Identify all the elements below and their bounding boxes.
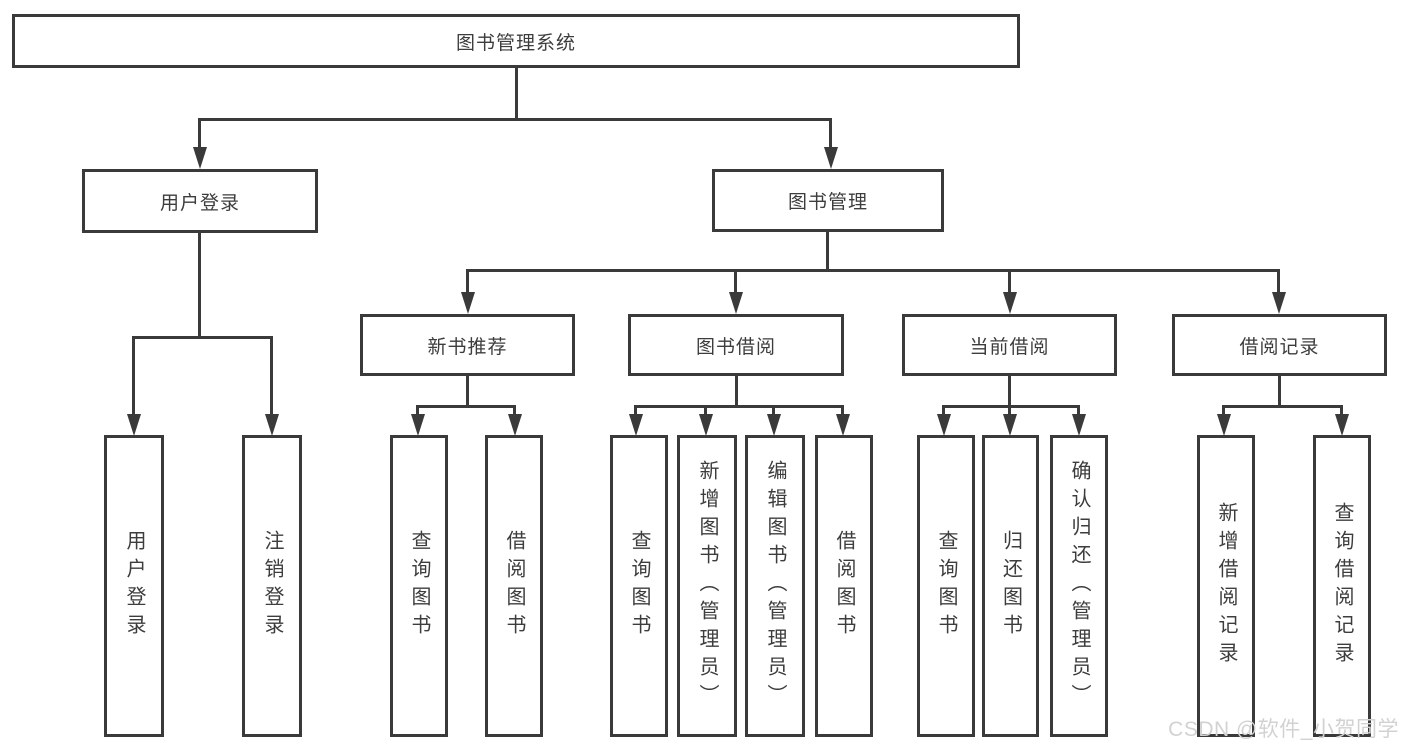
connector-line	[1222, 405, 1225, 417]
connector-line	[515, 68, 518, 120]
leaf-add-borrow-record-label: 新增借阅记录	[1215, 502, 1237, 670]
arrowhead-down-icon	[767, 414, 781, 436]
arrowhead-down-icon	[729, 292, 743, 314]
arrowhead-down-icon	[508, 414, 522, 436]
arrowhead-down-icon	[1217, 414, 1231, 436]
connector-line	[1077, 405, 1080, 417]
connector-line	[829, 118, 832, 151]
node-user-login: 用户登录	[82, 169, 318, 233]
node-book-borrow: 图书借阅	[628, 314, 844, 376]
arrowhead-down-icon	[937, 414, 951, 436]
connector-line	[198, 233, 201, 338]
connector-line	[416, 405, 419, 417]
node-new-book-recommend: 新书推荐	[360, 314, 575, 376]
leaf-confirm-return-admin: 确认归还（管理员）	[1050, 435, 1108, 737]
arrowhead-down-icon	[193, 147, 207, 169]
arrowhead-down-icon	[1335, 414, 1349, 436]
leaf-user-login: 用户登录	[104, 435, 164, 737]
node-root-system: 图书管理系统	[12, 14, 1020, 68]
connector-line	[198, 118, 832, 121]
arrowhead-down-icon	[1003, 292, 1017, 314]
arrowhead-down-icon	[1272, 292, 1286, 314]
leaf-query-books-2: 查询图书	[610, 435, 668, 737]
connector-line	[772, 405, 775, 417]
node-current-borrow-label: 当前借阅	[969, 336, 1050, 358]
connector-line	[942, 405, 945, 417]
node-current-borrow: 当前借阅	[902, 314, 1117, 376]
node-book-borrow-label: 图书借阅	[695, 336, 776, 358]
arrowhead-down-icon	[699, 414, 713, 436]
arrowhead-down-icon	[836, 414, 850, 436]
node-book-management-label: 图书管理	[787, 192, 868, 213]
connector-line	[513, 405, 516, 417]
connector-line	[1222, 405, 1342, 408]
connector-line	[466, 269, 469, 294]
connector-line	[734, 269, 737, 294]
csdn-watermark: CSDN @软件_小贺同学	[1168, 718, 1399, 741]
leaf-query-books-1-label: 查询图书	[408, 530, 430, 642]
leaf-add-borrow-record: 新增借阅记录	[1197, 435, 1255, 737]
connector-line	[1008, 269, 1011, 294]
leaf-logout: 注销登录	[242, 435, 302, 737]
connector-line	[132, 336, 135, 416]
leaf-borrow-books-1: 借阅图书	[485, 435, 543, 737]
leaf-borrow-books-2: 借阅图书	[815, 435, 873, 737]
arrowhead-down-icon	[127, 414, 141, 436]
arrowhead-down-icon	[1003, 414, 1017, 436]
leaf-edit-books-admin: 编辑图书（管理员）	[745, 435, 805, 737]
arrowhead-down-icon	[629, 414, 643, 436]
arrowhead-down-icon	[265, 414, 279, 436]
connector-line	[1278, 376, 1281, 408]
connector-line	[198, 118, 201, 151]
connector-line	[1008, 376, 1011, 408]
connector-line	[634, 405, 844, 408]
arrowhead-down-icon	[411, 414, 425, 436]
leaf-logout-label: 注销登录	[261, 530, 283, 642]
connector-line	[704, 405, 707, 417]
leaf-add-books-admin-label: 新增图书（管理员）	[696, 460, 718, 712]
leaf-query-books-1: 查询图书	[390, 435, 448, 737]
leaf-user-login-label: 用户登录	[123, 530, 145, 642]
connector-line	[735, 376, 738, 408]
node-user-login-label: 用户登录	[159, 192, 240, 214]
leaf-query-books-2-label: 查询图书	[628, 530, 650, 642]
node-borrow-records-label: 借阅记录	[1239, 336, 1320, 358]
connector-line	[1277, 269, 1280, 294]
connector-line	[416, 405, 516, 408]
node-borrow-records: 借阅记录	[1172, 314, 1387, 376]
connector-line	[132, 336, 273, 339]
leaf-query-books-3-label: 查询图书	[935, 530, 957, 642]
leaf-query-books-3: 查询图书	[917, 435, 975, 737]
node-book-management: 图书管理	[712, 169, 944, 232]
leaf-query-borrow-record-label: 查询借阅记录	[1331, 502, 1353, 670]
connector-line	[1008, 405, 1011, 417]
arrowhead-down-icon	[461, 292, 475, 314]
leaf-confirm-return-admin-label: 确认归还（管理员）	[1068, 460, 1090, 712]
leaf-return-books-label: 归还图书	[999, 530, 1022, 642]
connector-line	[466, 376, 469, 408]
connector-line	[841, 405, 844, 417]
leaf-edit-books-admin-label: 编辑图书（管理员）	[764, 460, 786, 712]
leaf-return-books: 归还图书	[982, 435, 1039, 737]
leaf-borrow-books-1-label: 借阅图书	[503, 530, 525, 642]
arrowhead-down-icon	[824, 147, 838, 169]
leaf-query-borrow-record: 查询借阅记录	[1313, 435, 1371, 737]
node-root-label: 图书管理系统	[455, 32, 576, 54]
node-new-book-recommend-label: 新书推荐	[427, 336, 508, 358]
leaf-borrow-books-2-label: 借阅图书	[833, 530, 855, 642]
connector-line	[1340, 405, 1343, 417]
connector-line	[466, 269, 1280, 272]
connector-line	[826, 232, 829, 272]
arrowhead-down-icon	[1072, 414, 1086, 436]
connector-line	[270, 336, 273, 416]
leaf-add-books-admin: 新增图书（管理员）	[677, 435, 737, 737]
connector-line	[634, 405, 637, 417]
